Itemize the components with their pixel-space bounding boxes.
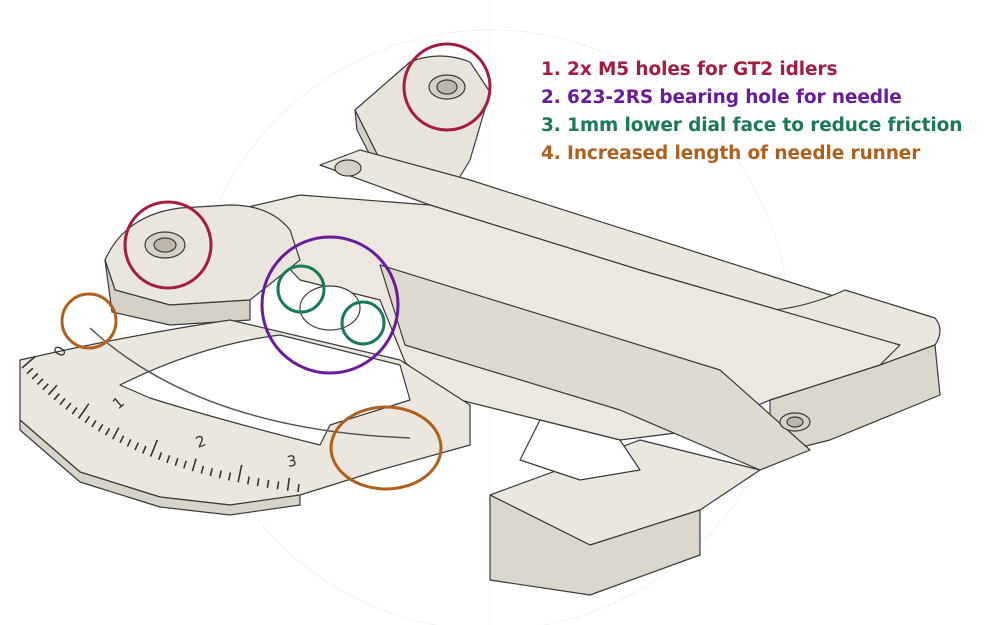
dial-tick <box>141 445 147 454</box>
dial-tick <box>157 452 163 461</box>
rail-screw-hole <box>334 159 362 177</box>
callout-4-runner-end <box>329 405 443 491</box>
dial-tick <box>104 427 111 436</box>
left-idler-hole-inner <box>153 237 177 253</box>
dial-tick <box>53 393 60 401</box>
dial-tick <box>276 481 280 490</box>
dial-tick <box>256 478 260 487</box>
dial-window <box>119 334 411 446</box>
dial-tick <box>297 484 300 493</box>
dial-tick <box>246 476 250 485</box>
dial-tick <box>191 458 197 472</box>
dial-tick <box>91 419 97 428</box>
dial-tick <box>21 355 37 369</box>
front-tab-notch <box>519 419 641 481</box>
block-screw-hole-inner <box>786 416 804 428</box>
dial-tick <box>26 367 34 375</box>
dial-tick <box>237 464 243 483</box>
dial-tick <box>200 465 205 474</box>
callout-1-left-idler <box>123 200 213 290</box>
dial-tick <box>183 460 187 469</box>
dial-tick <box>227 472 232 481</box>
legend-item-1: 1. 2x M5 holes for GT2 idlers <box>541 59 838 80</box>
legend-item-4: 4. Increased length of needle runner <box>541 143 921 164</box>
dial-tick <box>126 438 132 447</box>
dial-tick <box>149 439 159 457</box>
dial-tick <box>166 455 171 464</box>
dial-tick <box>266 479 270 488</box>
legend-item-3: 3. 1mm lower dial face to reduce frictio… <box>541 115 963 136</box>
dial-tick <box>59 397 66 406</box>
dial-tick <box>84 415 91 424</box>
dial-tick <box>111 427 120 440</box>
upper-idler-hole-inner <box>436 79 458 95</box>
holes <box>144 74 811 432</box>
dial-scale <box>21 355 300 493</box>
dial-label-3: 3 <box>286 452 299 471</box>
dial-tick <box>31 372 39 380</box>
needle-runner-arc <box>89 327 411 439</box>
legend: 1. 2x M5 holes for GT2 idlers 2. 623-2RS… <box>541 56 962 168</box>
callout-4-runner-start <box>60 292 118 350</box>
dial-tick <box>286 477 291 491</box>
dial-tick <box>65 402 72 410</box>
dial-tick <box>97 423 104 432</box>
left-idler-boss-side <box>104 259 251 326</box>
dial-tick <box>36 378 44 385</box>
annotation-circles <box>60 42 492 491</box>
dial-tick <box>71 407 78 415</box>
callout-1-upper-idler <box>402 42 492 132</box>
dial-plate-edge <box>19 419 301 516</box>
bearing-hole <box>299 285 361 331</box>
dial-tick <box>77 403 90 419</box>
legend-item-2: 2. 623-2RS bearing hole for needle <box>541 87 902 108</box>
callout-3-dial-face-a <box>276 264 326 314</box>
dial-tick <box>174 457 179 466</box>
dial-tick <box>47 384 58 396</box>
callout-3-dial-face-b <box>340 300 386 346</box>
dial-tick <box>209 468 213 477</box>
dial-tick <box>42 383 49 391</box>
front-tab-front <box>489 494 701 596</box>
dial-tick <box>134 442 140 451</box>
callout-2-bearing-hole <box>260 235 400 375</box>
dial-tick <box>218 470 222 479</box>
left-idler-boss-top <box>104 204 301 306</box>
dial-tick <box>119 435 125 444</box>
